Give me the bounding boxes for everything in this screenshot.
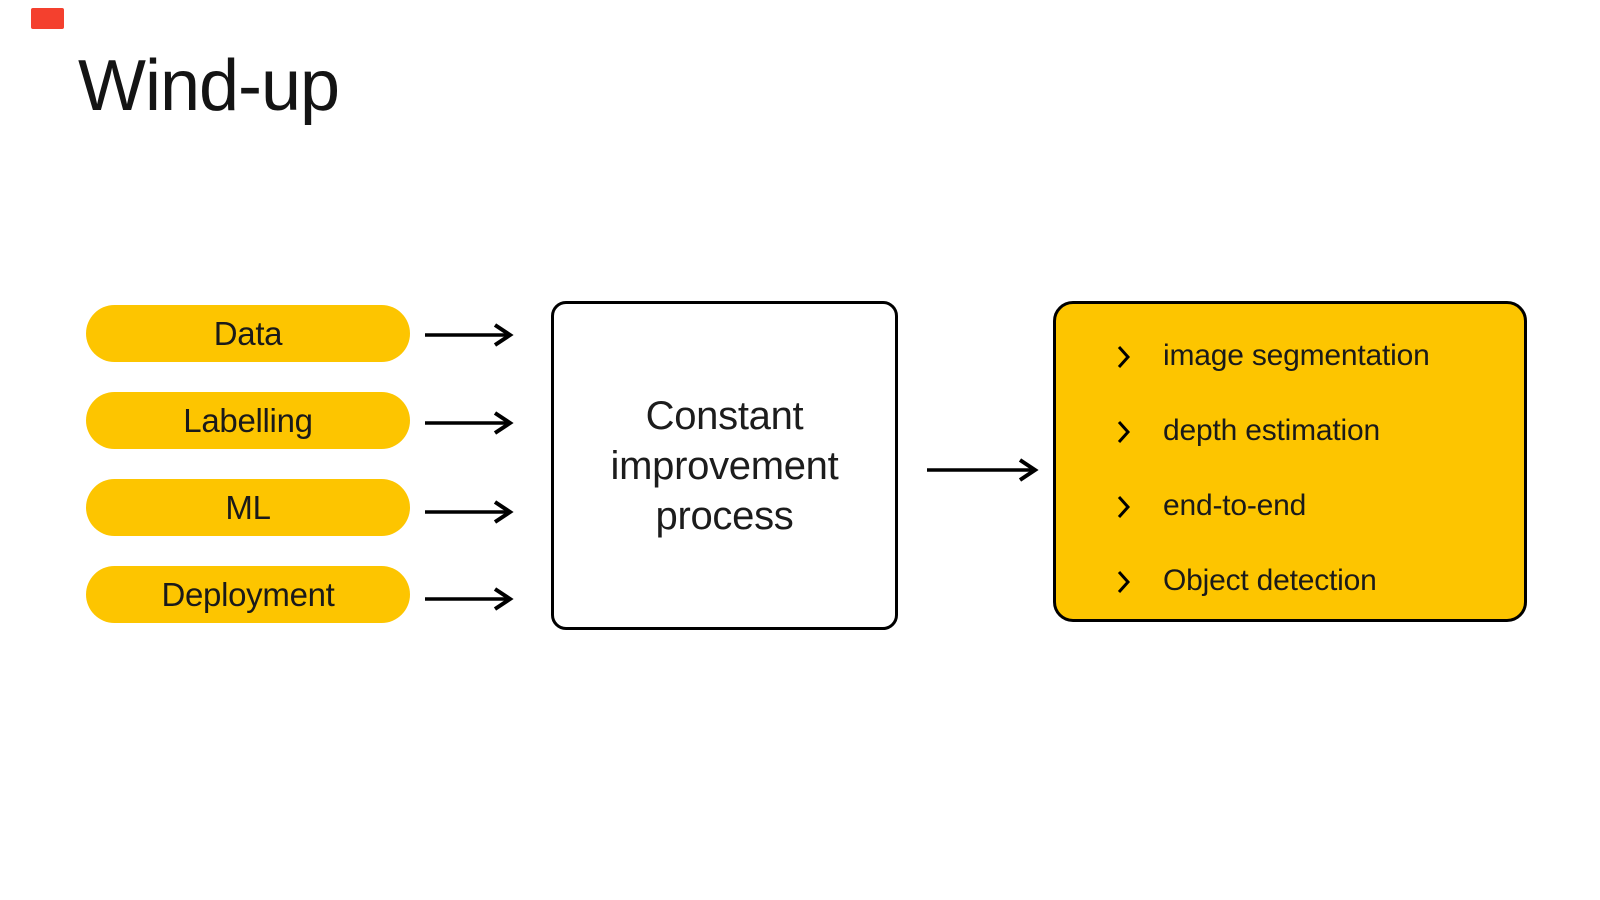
output-label: Object detection (1163, 564, 1377, 597)
arrow-right-icon (425, 323, 514, 347)
output-item-depth-estimation: depth estimation (1117, 414, 1380, 448)
arrow-right-icon (425, 500, 514, 524)
chevron-right-icon (1117, 345, 1130, 369)
arrow-right-icon (425, 411, 514, 435)
process-box: Constant improvement process (551, 301, 898, 630)
output-label: end-to-end (1163, 489, 1307, 522)
stage-label-deployment: Deployment (161, 575, 335, 613)
output-item-object-detection: Object detection (1117, 564, 1377, 598)
arrow-right-icon (425, 587, 514, 611)
slide-title: Wind-up (78, 46, 340, 126)
stage-pill-labelling: Labelling (86, 392, 410, 449)
stage-pill-ml: ML (86, 479, 410, 536)
stage-pill-data: Data (86, 305, 410, 362)
red-marker (31, 8, 64, 29)
stage-pill-deployment: Deployment (86, 566, 410, 623)
stage-label-ml: ML (225, 488, 271, 526)
output-item-end-to-end: end-to-end (1117, 489, 1306, 523)
stage-label-data: Data (213, 314, 283, 352)
output-label: image segmentation (1163, 339, 1430, 372)
output-item-image-segmentation: image segmentation (1117, 339, 1430, 373)
arrow-right-icon (927, 458, 1039, 482)
stage-label-labelling: Labelling (183, 401, 313, 439)
outputs-box: image segmentation depth estimation end-… (1053, 301, 1527, 622)
chevron-right-icon (1117, 570, 1130, 594)
chevron-right-icon (1117, 420, 1130, 444)
output-label: depth estimation (1163, 414, 1380, 447)
process-box-label: Constant improvement process (610, 393, 839, 538)
chevron-right-icon (1117, 495, 1130, 519)
